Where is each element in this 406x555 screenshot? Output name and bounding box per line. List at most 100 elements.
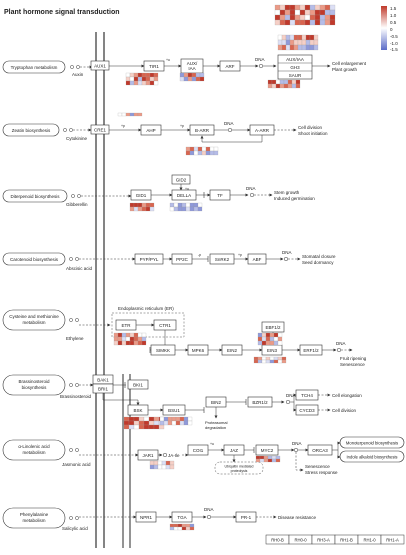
heatmap-cell [263,455,269,460]
heatmap-cell [329,4,336,11]
heatmap-cell [181,206,187,212]
heatmap-cell [125,72,131,78]
heatmap-cell [205,146,211,152]
heatmap-cell [257,356,263,361]
legend-tick: 0.5 [390,20,397,25]
heatmap-cell [274,14,281,21]
heatmap-cell [329,19,336,26]
heatmap-cell [277,356,283,361]
heatmap-cell [185,202,191,208]
modifier-label: +p [180,124,184,128]
outcome-label: Cell division [332,408,357,413]
node-label: JAZ [230,448,238,453]
heatmap-cell [137,72,143,78]
heatmap-cell [309,34,315,41]
heatmap-cell [294,9,301,16]
modifier-label: +u [210,442,214,446]
target-gene: AUX/IAA [286,57,304,62]
heatmap-cell [169,523,175,528]
heatmap-cell [273,359,279,364]
heatmap-cell [291,79,297,85]
heatmap-cell [113,332,119,338]
hormone-label: Salicylic acid [62,526,88,531]
modifier-label: -p [198,253,201,257]
heatmap-cell [253,359,259,364]
heatmap-cell [284,19,291,26]
heatmap-cell [128,416,135,422]
heatmap-cell [149,76,155,82]
heatmap-cell [275,83,281,89]
heatmap-cell [197,202,203,208]
heatmap-cell [284,4,291,11]
heatmap-cell [305,34,311,41]
heatmap-cell [255,455,261,460]
heatmap-cell [297,34,303,41]
heatmap-cell [201,146,207,152]
heatmap-cell [169,206,175,212]
outcome-label: Induced germination [274,196,315,201]
heatmap-cell [179,72,185,78]
heatmap-cell [253,356,259,361]
heatmap-cell [305,44,311,51]
heatmap-cell [274,4,281,11]
heatmap-cell [304,14,311,21]
heatmap-cell [113,336,119,342]
heatmap-cell [273,340,279,346]
heatmap-cell [319,14,326,21]
heatmap-cell [189,202,195,208]
heatmap-cell [301,34,307,41]
heatmap-cell [205,150,211,156]
heatmap-cell [153,464,159,470]
heatmap-cell [129,80,135,86]
heatmap-cell [297,44,303,51]
heatmap-cell [281,356,287,361]
column-key-label: RH1-A [386,538,399,543]
heatmap-cell [149,72,155,78]
node-label: NPR1 [140,515,153,520]
heatmap-cell [125,76,131,82]
heatmap-cell [173,206,179,212]
heatmap-cell [299,14,306,21]
modifier-label: +p [238,253,242,257]
node-label: SIMKK [156,348,170,353]
heatmap-cell [145,80,151,86]
column-key-label: RH1-0 [363,538,376,543]
node-label: AUX/ [187,61,198,66]
heatmap-cell [277,336,283,342]
node-label: DELLA [177,193,191,198]
outcome-label: Plant growth [332,67,358,72]
column-key-label: RH1-B [340,538,353,543]
heatmap-cell [269,356,275,361]
heatmap-cell [271,455,277,460]
heatmap-cell [138,420,145,426]
heatmap-cell [148,416,155,422]
source-label: metabolism [22,518,45,523]
note-label: Ubiquitin mediated [225,465,254,469]
receptor-label: CRE1 [94,128,107,133]
heatmap-cell [304,19,311,26]
heatmap-cell [153,420,160,426]
source-label: Phenylalanine [20,512,49,517]
outcome-label: Shoot initiation [298,131,328,136]
heatmap-cell [291,83,297,89]
heatmap-cell [329,14,336,21]
heatmap-cell [169,464,175,470]
node-label: ARF [226,64,235,69]
heatmap-cell [277,44,283,51]
heatmap-cell [133,416,140,422]
heatmap-cell [189,523,195,528]
heatmap-cell [121,340,127,346]
node-label: BZR1/2 [252,400,268,405]
heatmap-cell [301,39,307,46]
heatmap-cell [319,19,326,26]
heatmap-cell [279,79,285,85]
heatmap-cell [304,9,311,16]
heatmap-cell [314,14,321,21]
heatmap-cell [148,420,155,426]
heatmap-cell [129,76,135,82]
node-label: TCH4 [301,393,313,398]
heatmap-cell [267,458,273,463]
heatmap-cell [294,4,301,11]
heatmap-cell [289,14,296,21]
node-label: EIN2 [227,348,238,353]
